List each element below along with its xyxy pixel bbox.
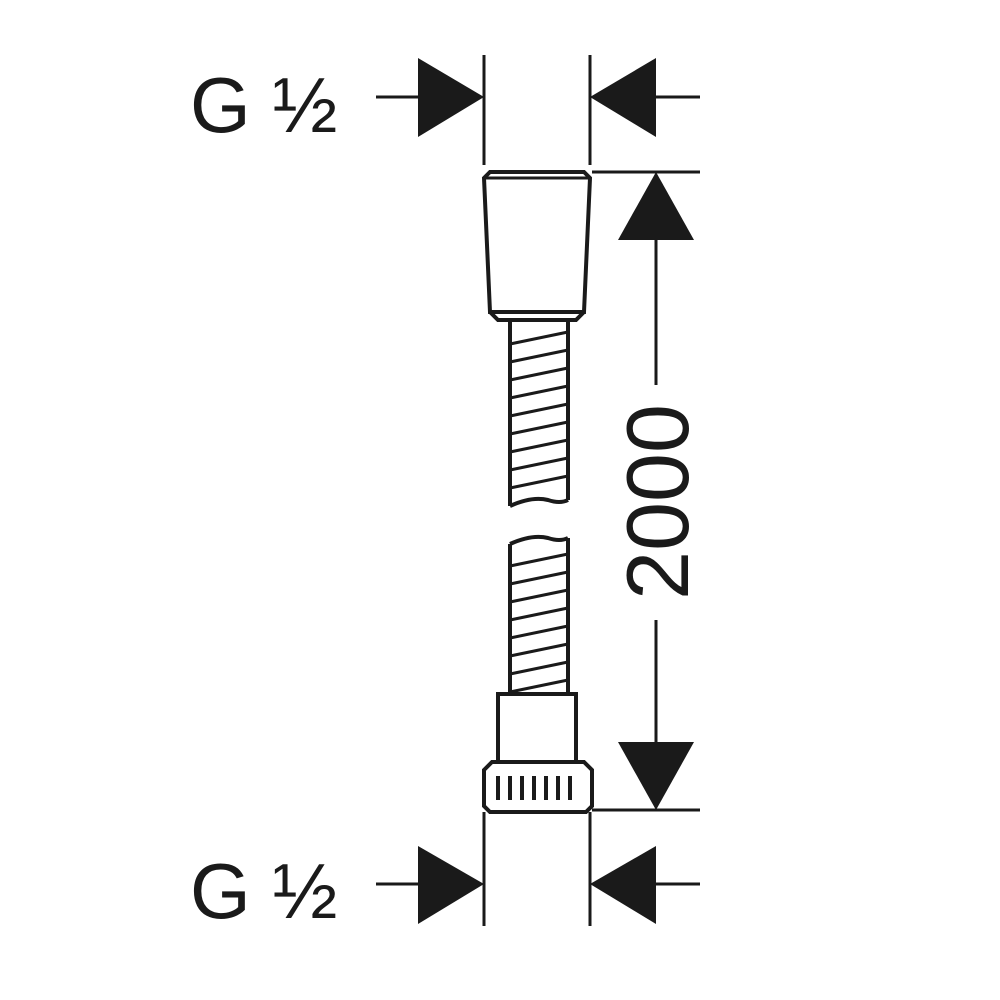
top-right-arrowhead	[590, 58, 656, 137]
length-dimension: 2000	[592, 170, 707, 812]
hose-bottom-connector	[496, 692, 578, 764]
length-top-arrowhead	[618, 172, 694, 240]
length-bottom-arrowhead	[618, 742, 694, 810]
top-thread-dimension: G ½	[190, 55, 700, 165]
bottom-left-arrowhead	[418, 846, 484, 924]
bottom-right-arrowhead	[590, 846, 656, 924]
hose-lower-section	[508, 534, 570, 694]
length-label: 2000	[608, 404, 707, 600]
top-left-arrowhead	[418, 58, 484, 137]
hose-knurled-nut	[482, 760, 594, 814]
top-thread-label: G ½	[190, 61, 337, 149]
hose-upper-section	[508, 320, 570, 508]
bottom-thread-dimension: G ½	[190, 812, 700, 935]
hose-top-nut	[481, 170, 593, 322]
bottom-thread-label: G ½	[190, 847, 337, 935]
